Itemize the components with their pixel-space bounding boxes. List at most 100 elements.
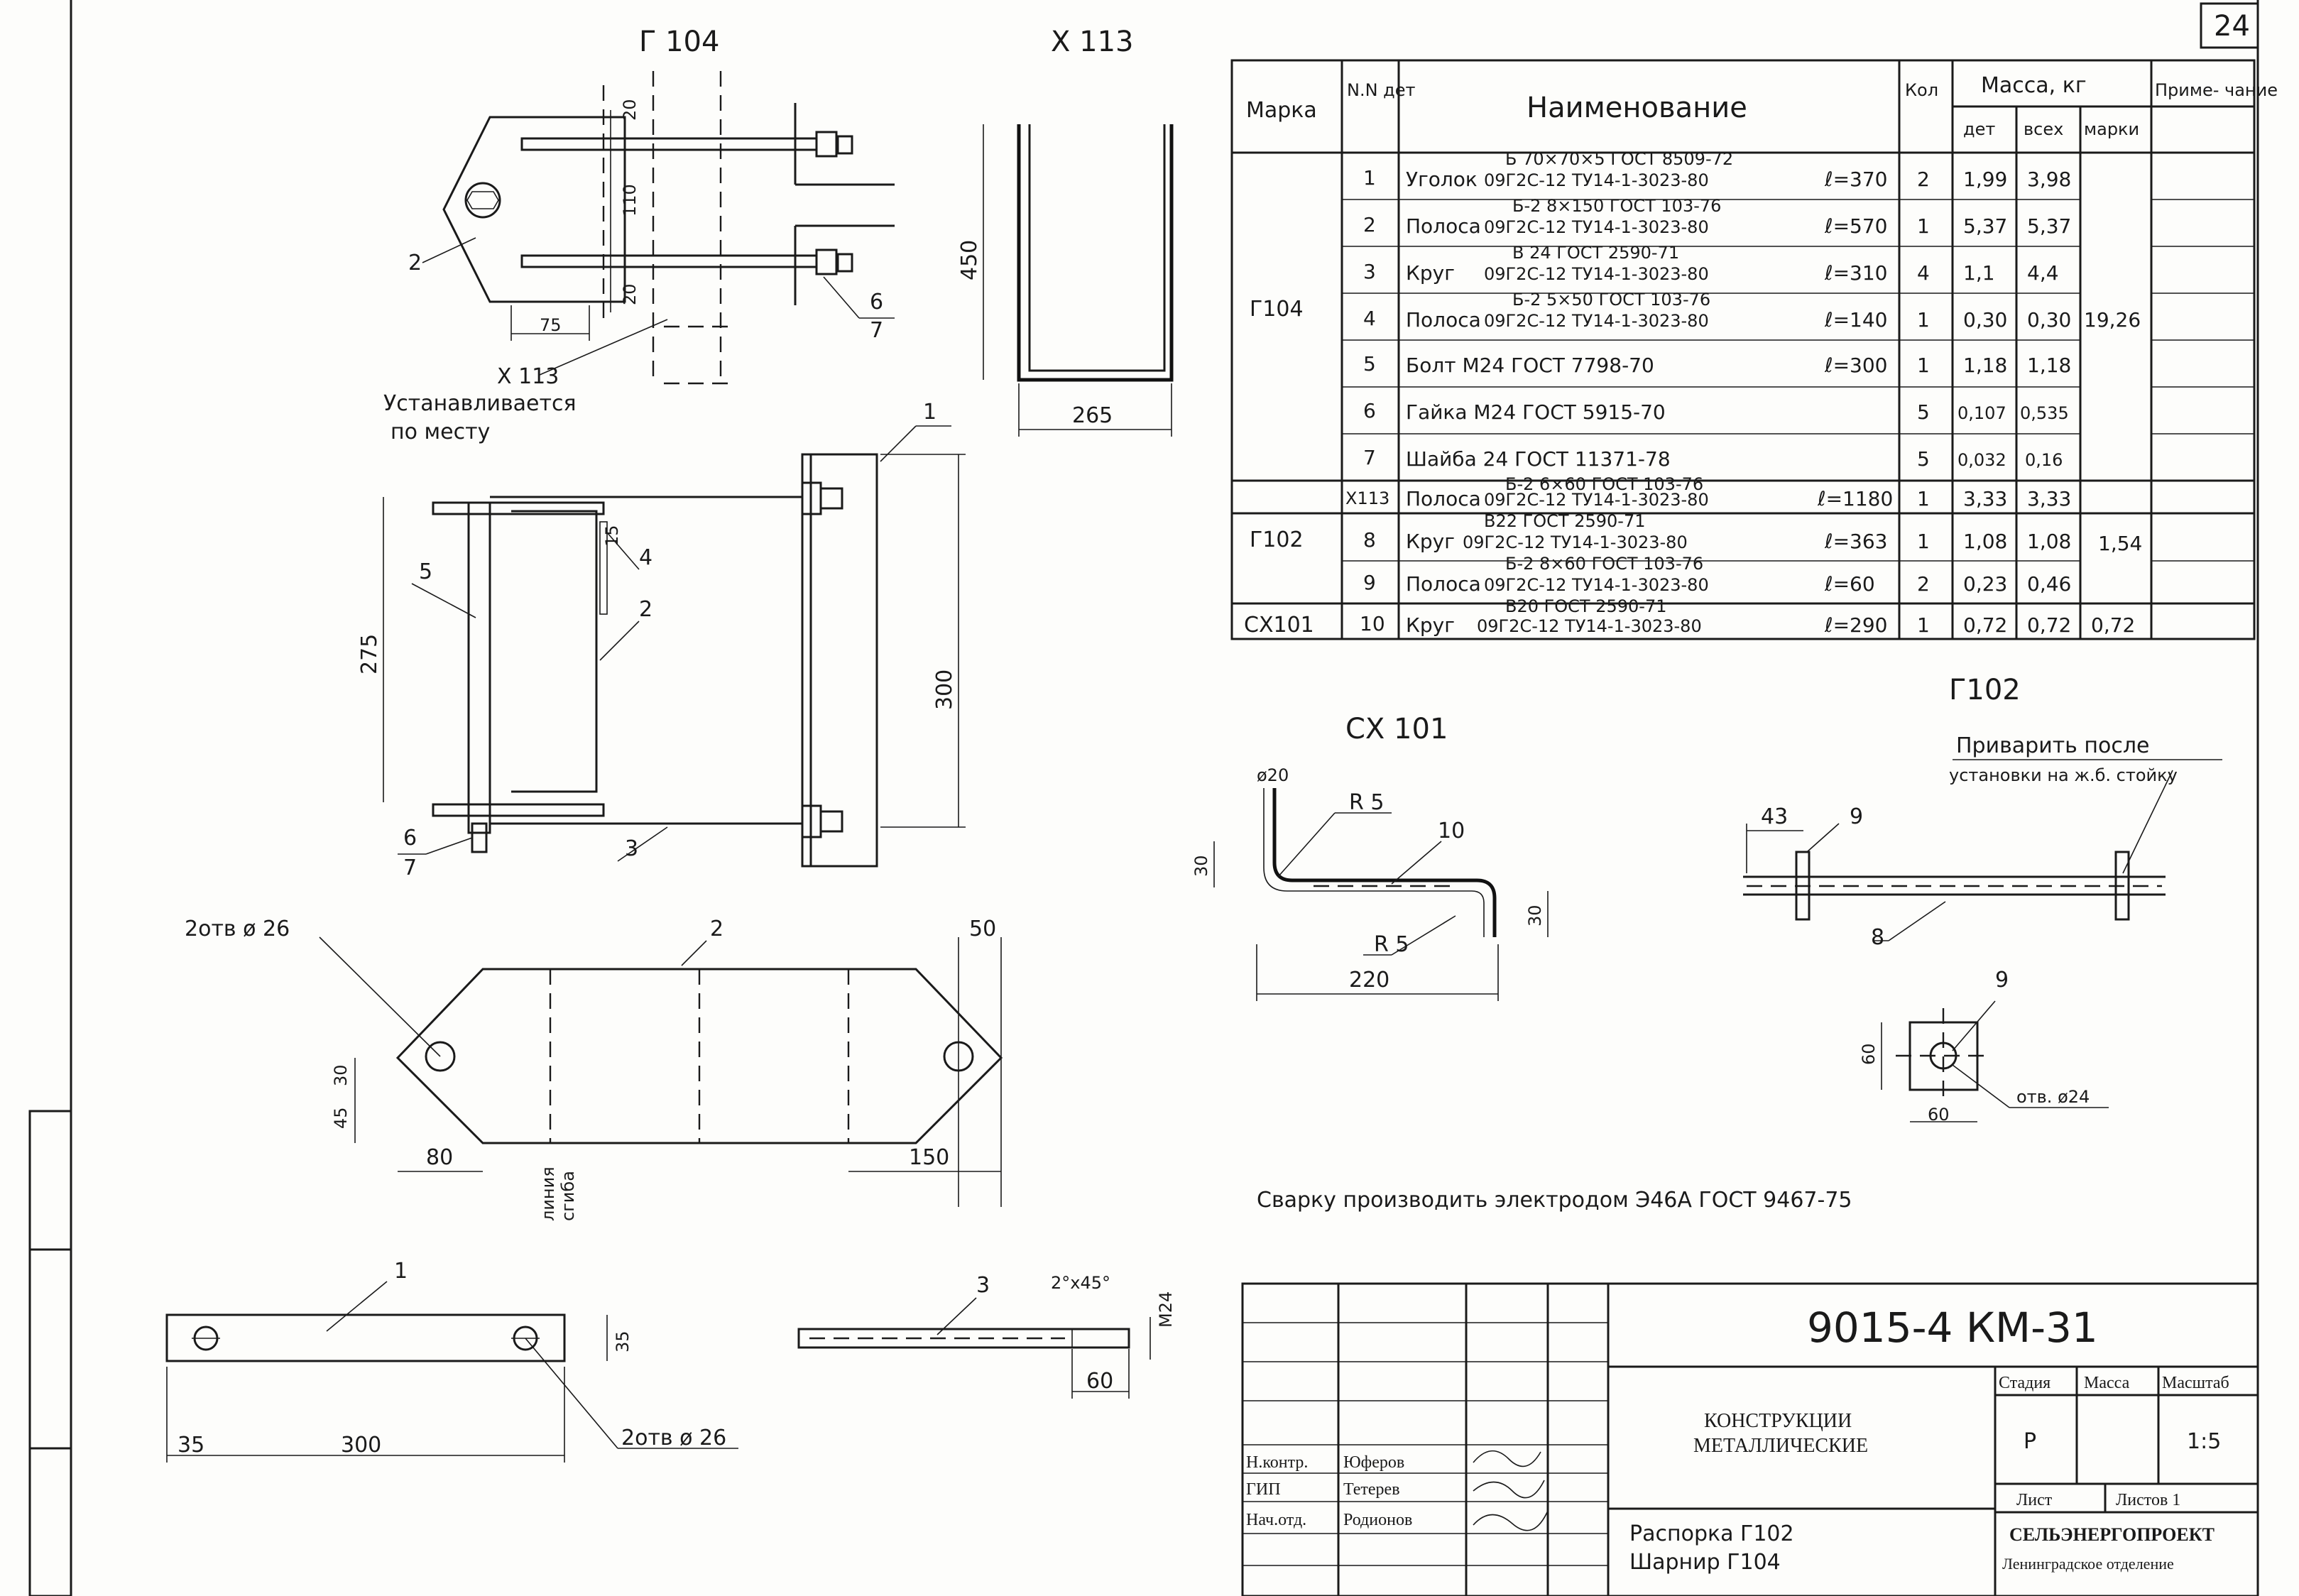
row3-bottom: 09Г2С-12 ТУ14-1-3023-80 [1484,264,1709,284]
row10-all: 0,46 [2027,572,2071,596]
title-block [1241,1282,2259,1596]
callout-9-plate: 9 [1995,968,2009,993]
view-g102 [1743,759,2222,1122]
dim-35b: 35 [178,1433,204,1458]
dim-275: 275 [357,634,382,674]
row2-num: 2 [1363,213,1376,236]
row1-len: ℓ=370 [1824,168,1887,191]
dim-50: 50 [969,917,996,941]
row8-bottom: 09Г2С-12 ТУ14-1-3023-80 [1484,490,1709,510]
row11-qty: 1 [1917,613,1930,637]
row11-name: Круг [1406,613,1455,637]
row5-name: Болт М24 ГОСТ 7798-70 [1406,354,1654,377]
row4-all: 0,30 [2027,308,2071,332]
row10-name: Полоса [1406,572,1481,596]
callout-9-g102: 9 [1850,804,1863,829]
tb-name-3: Родионов [1343,1511,1412,1529]
row2-bottom: 09Г2С-12 ТУ14-1-3023-80 [1484,217,1709,237]
sheet-number: 24 [2214,10,2250,43]
row7-qty: 5 [1917,447,1930,471]
mark-mass-cx101: 0,72 [2091,613,2135,637]
tb-role-1: Н.контр. [1246,1453,1308,1472]
row7-num: 7 [1363,446,1376,469]
row2-top: Б-2 8×150 ГОСТ 103-76 [1512,196,1721,216]
tb-dept: Ленинградское отделение [2002,1555,2174,1573]
th-qty: Кол [1905,80,1938,100]
mark-mass-g102: 1,54 [2098,532,2142,555]
g102-d60b: 60 [1928,1105,1950,1125]
sheet-frame [28,0,2259,1596]
row2-all: 5,37 [2027,214,2071,238]
row2-name: Полоса [1406,214,1481,238]
row1-bottom: 09Г2С-12 ТУ14-1-3023-80 [1484,170,1709,190]
cx101-d220: 220 [1349,968,1389,993]
dim-80: 80 [426,1145,453,1170]
row9-qty: 1 [1917,530,1930,553]
row5-num: 5 [1363,352,1376,376]
mark-mass-g104: 19,26 [2084,308,2141,332]
row8-top: Б-2 6×60 ГОСТ 103-76 [1505,474,1703,494]
row8-len: ℓ=1180 [1817,487,1893,510]
tb-items-2: Шарнир Г104 [1629,1550,1781,1575]
row11-top: В20 ГОСТ 2590-71 [1505,596,1666,616]
row8-det: 3,33 [1963,487,2007,510]
row4-det: 0,30 [1963,308,2007,332]
row5-det: 1,18 [1963,354,2007,377]
th-name: Наименование [1527,92,1747,124]
dim-300-plate1: 300 [341,1433,381,1458]
row3-qty: 4 [1917,261,1930,285]
dim-75: 75 [540,315,562,335]
cx101-d30b: 30 [1525,904,1545,927]
dim-m24: М24 [1156,1291,1176,1328]
mark-g104: Г104 [1250,297,1304,322]
callout-8: 8 [1871,925,1884,950]
tb-title-2: МЕТАЛЛИЧЕСКИЕ [1693,1435,1868,1457]
row10-len: ℓ=60 [1824,572,1875,596]
view-x113-title: Х 113 [1051,26,1133,58]
callout-7-asm: 7 [403,856,417,880]
row11-len: ℓ=290 [1824,613,1887,637]
row3-all: 4,4 [2027,261,2059,285]
dim-15: 15 [602,525,622,547]
callout-2-asm: 2 [639,597,652,622]
row6-num: 6 [1363,399,1376,422]
row4-top: Б-2 5×50 ГОСТ 103-76 [1512,290,1710,310]
view-g104-top: Г 104 [442,26,895,385]
row10-top: Б-2 8×60 ГОСТ 103-76 [1505,554,1703,574]
row7-all: 0,16 [2025,450,2063,470]
row2-det: 5,37 [1963,214,2007,238]
g102-hole: отв. ø24 [2016,1087,2090,1107]
g102-d43: 43 [1761,804,1788,829]
row4-bottom: 09Г2С-12 ТУ14-1-3023-80 [1484,311,1709,331]
row5-len: ℓ=300 [1824,354,1887,377]
row3-num: 3 [1363,260,1376,283]
row3-len: ℓ=310 [1824,261,1887,285]
row5-all: 1,18 [2027,354,2071,377]
callout-10: 10 [1438,819,1465,843]
row4-qty: 1 [1917,308,1930,332]
row8-name: Полоса [1406,487,1481,510]
view-assembly [383,453,966,868]
th-mass: Масса, кг [1981,73,2087,98]
view-cx101 [1213,788,1549,1001]
callout-4-asm: 4 [639,545,652,570]
th-note: Приме- чание [2155,80,2278,100]
welding-note: Сварку производить электродом Э46А ГОСТ … [1257,1188,1852,1213]
row11-bottom: 09Г2С-12 ТУ14-1-3023-80 [1477,616,1702,636]
row10-qty: 2 [1917,572,1930,596]
view-plate-1 [165,1313,738,1463]
tb-sheet-label: Лист [2016,1491,2053,1509]
dim-300-asm: 300 [932,669,957,710]
callout-6-asm: 6 [403,826,417,851]
row10-det: 0,23 [1963,572,2007,596]
row1-qty: 2 [1917,168,1930,191]
cx101-d20: ø20 [1257,765,1289,785]
tb-stage: Р [2024,1429,2036,1454]
cx101-r5a: R 5 [1349,790,1384,815]
view-cx101-title: СХ 101 [1345,713,1448,745]
th-num: N.N дет [1347,80,1416,100]
dim-30-plate: 30 [331,1064,351,1086]
view-bolt-3 [797,1317,1151,1399]
tb-code: 9015-4 КМ-31 [1807,1303,2098,1352]
